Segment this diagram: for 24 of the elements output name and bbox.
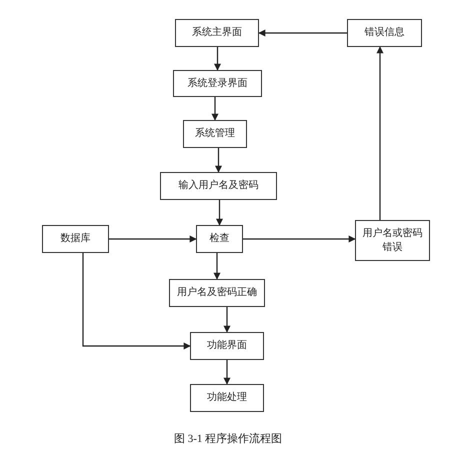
process-box: 用户名及密码正确: [169, 279, 265, 307]
arrow: [215, 148, 222, 173]
arrow: [214, 253, 220, 280]
figure-caption: 图 3-1 程序操作流程图: [174, 432, 282, 447]
process-box: 错误信息: [347, 19, 422, 47]
process-box: 检查: [196, 225, 243, 253]
process-box: 用户名或密码错误: [355, 220, 430, 261]
process-box: 功能处理: [190, 384, 264, 412]
arrow: [216, 200, 223, 226]
arrow: [82, 253, 191, 350]
arrow: [224, 307, 230, 333]
arrow: [214, 47, 221, 71]
arrow: [109, 236, 197, 242]
arrow: [224, 360, 230, 385]
process-box: 系统登录界面: [173, 70, 262, 97]
arrow: [212, 97, 218, 121]
arrow: [376, 46, 384, 220]
process-box: 功能界面: [190, 332, 264, 360]
process-box: 系统主界面: [175, 19, 259, 47]
arrow: [243, 236, 356, 242]
process-box: 系统管理: [183, 120, 247, 148]
arrow: [258, 30, 347, 36]
process-box: 数据库: [42, 225, 109, 253]
process-box: 输入用户名及密码: [160, 172, 277, 200]
